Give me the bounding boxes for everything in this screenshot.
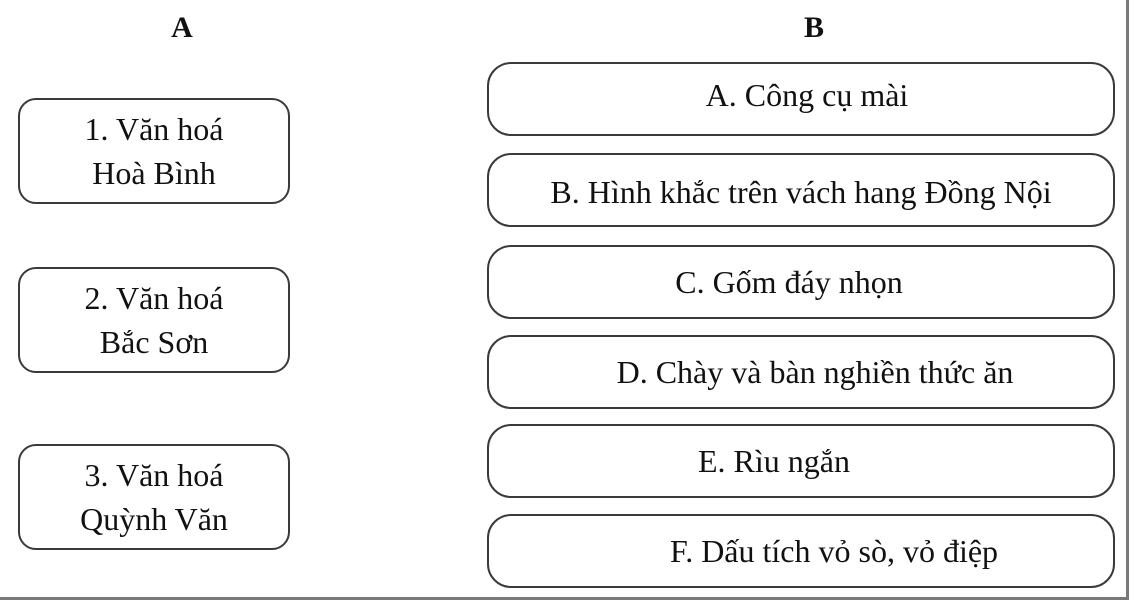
column-a-item-3-line-2: Quỳnh Văn: [80, 501, 228, 537]
column-a-item-1-line-1: 1. Văn hoá: [84, 111, 224, 147]
frame-bottom-edge: [0, 597, 1129, 600]
column-b-item-c[interactable]: C. Gốm đáy nhọn: [487, 245, 1115, 319]
column-a-item-2-line-2: Bắc Sơn: [99, 324, 209, 360]
column-b-item-a[interactable]: A. Công cụ mài: [487, 62, 1115, 136]
column-b-item-d[interactable]: D. Chày và bàn nghiền thức ăn: [487, 335, 1115, 409]
column-a-item-1-line-2: Hoà Bình: [92, 155, 216, 191]
column-b-item-a-label: A. Công cụ mài: [705, 77, 909, 113]
frame-right-edge: [1126, 0, 1129, 600]
column-b-item-e[interactable]: E. Rìu ngắn: [487, 424, 1115, 498]
column-b-item-f[interactable]: F. Dấu tích vỏ sò, vỏ điệp: [487, 514, 1115, 588]
column-b-item-e-label: E. Rìu ngắn: [698, 443, 850, 479]
column-a-item-3[interactable]: 3. Văn hoá Quỳnh Văn: [18, 444, 290, 550]
column-a-header: A: [171, 11, 193, 44]
column-b-item-d-label: D. Chày và bàn nghiền thức ăn: [616, 354, 1014, 390]
column-b-item-c-label: C. Gốm đáy nhọn: [675, 264, 903, 300]
column-a-item-1[interactable]: 1. Văn hoá Hoà Bình: [18, 98, 290, 204]
column-b-item-f-label: F. Dấu tích vỏ sò, vỏ điệp: [669, 533, 999, 569]
column-b-item-b[interactable]: B. Hình khắc trên vách hang Đồng Nội: [487, 153, 1115, 227]
column-a-item-2[interactable]: 2. Văn hoá Bắc Sơn: [18, 267, 290, 373]
column-a-item-2-line-1: 2. Văn hoá: [84, 280, 224, 316]
column-b-header: B: [803, 11, 824, 44]
column-a-item-3-line-1: 3. Văn hoá: [84, 457, 224, 493]
column-b-item-b-label: B. Hình khắc trên vách hang Đồng Nội: [550, 174, 1052, 210]
